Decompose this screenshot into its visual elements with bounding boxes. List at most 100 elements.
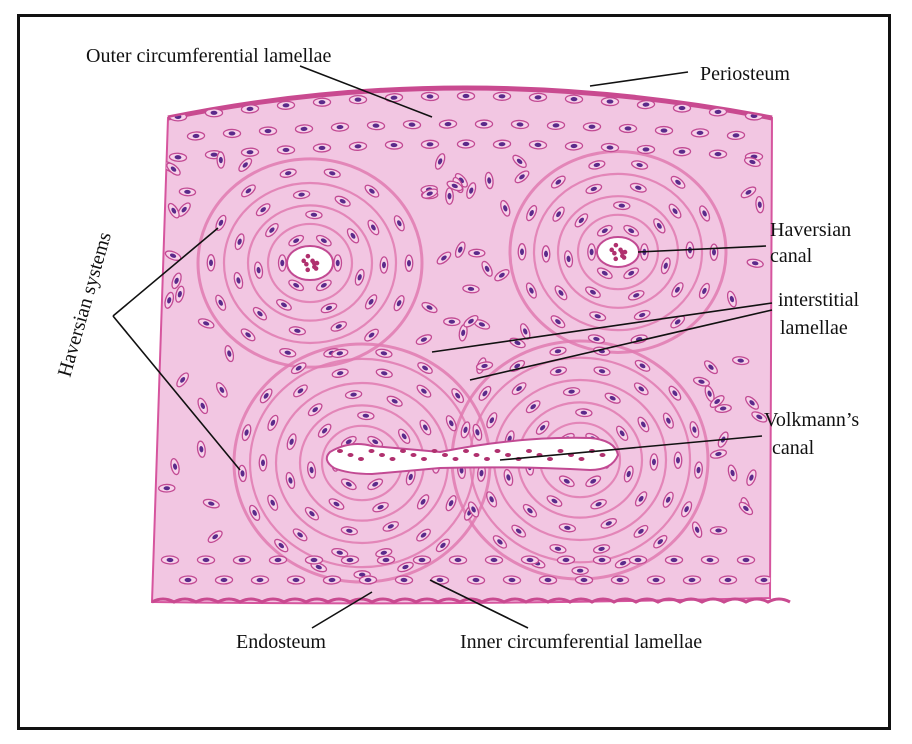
osteocyte — [444, 318, 460, 326]
osteocyte — [701, 556, 718, 565]
osteocyte — [413, 556, 430, 564]
osteocyte — [619, 124, 636, 132]
label-outer-circumferential-lamellae: Outer circumferential lamellae — [86, 45, 332, 67]
haversian-canal-top-right — [597, 237, 639, 267]
osteocyte — [259, 127, 276, 135]
osteocyte — [629, 556, 646, 564]
osteocyte — [539, 576, 556, 585]
label-interstitial-line2: lamellae — [780, 317, 848, 339]
osteocyte — [511, 120, 529, 129]
osteocyte — [737, 556, 754, 564]
label-volkmanns-line1: Volkmann’s — [764, 409, 859, 431]
label-haversian-canal-line2: canal — [770, 245, 813, 267]
osteocyte — [575, 576, 592, 585]
osteocyte — [323, 576, 340, 585]
label-endosteum: Endosteum — [236, 631, 326, 653]
osteocyte — [521, 555, 539, 564]
osteocyte — [503, 576, 521, 585]
osteocyte — [547, 121, 564, 130]
osteocyte — [673, 104, 690, 112]
osteocyte — [259, 455, 267, 471]
osteocyte — [215, 576, 232, 585]
osteocyte — [187, 132, 204, 141]
label-periosteum: Periosteum — [700, 63, 790, 85]
osteocyte — [650, 454, 658, 470]
osteocyte — [485, 556, 502, 564]
osteocyte — [431, 576, 448, 585]
osteocyte — [241, 104, 259, 113]
osteocyte — [421, 140, 438, 148]
osteocyte — [179, 188, 196, 197]
osteocyte — [467, 575, 485, 584]
osteocyte — [709, 150, 726, 158]
osteocyte — [674, 452, 682, 468]
osteocyte — [349, 96, 366, 104]
osteocyte — [493, 92, 510, 100]
osteocyte — [277, 101, 294, 110]
osteocyte — [385, 93, 403, 102]
osteocyte — [217, 152, 225, 168]
osteocyte — [313, 144, 330, 152]
osteocyte — [647, 576, 664, 584]
osteocyte — [457, 92, 474, 100]
osteocyte — [611, 576, 628, 584]
osteocyte — [565, 142, 582, 151]
osteocyte — [518, 244, 526, 260]
osteocyte — [565, 95, 582, 104]
osteocyte — [542, 246, 550, 262]
osteocyte — [601, 97, 618, 105]
osteocyte — [403, 120, 421, 129]
osteocyte — [665, 556, 682, 564]
osteocyte — [367, 121, 385, 130]
osteocyte — [331, 123, 349, 132]
osteocyte — [207, 255, 215, 271]
osteocyte — [529, 93, 546, 101]
osteocyte — [233, 556, 250, 565]
osteocyte — [421, 92, 438, 101]
osteocyte — [179, 576, 196, 584]
osteocyte — [583, 123, 600, 131]
osteocyte — [655, 126, 672, 134]
osteocyte — [593, 556, 610, 564]
osteocyte — [529, 140, 547, 149]
osteocyte — [295, 125, 312, 134]
osteocyte — [727, 131, 744, 140]
osteocyte — [277, 146, 294, 154]
osteocyte — [637, 145, 654, 153]
osteocyte — [691, 129, 708, 137]
osteocyte — [279, 255, 287, 271]
osteocyte — [719, 576, 736, 584]
label-haversian-systems: Haversian systems — [54, 229, 116, 379]
osteocyte — [159, 484, 175, 492]
haversian-canal-top-left — [287, 246, 333, 280]
osteocyte — [385, 141, 402, 150]
label-interstitial-line1: interstitial — [778, 289, 860, 311]
osteocyte — [334, 255, 342, 271]
osteocyte — [449, 556, 466, 564]
osteocyte — [446, 188, 454, 204]
osteocyte — [359, 576, 376, 585]
osteocyte — [341, 556, 359, 565]
osteocyte — [637, 100, 655, 109]
osteocyte — [710, 244, 718, 260]
osteocyte — [588, 244, 596, 260]
label-haversian-canal-line1: Haversian — [770, 219, 851, 241]
leader-periosteum — [590, 72, 688, 86]
label-volkmanns-line2: canal — [772, 437, 815, 459]
osteocyte — [395, 576, 412, 585]
osteocyte — [469, 249, 485, 257]
osteocyte — [251, 576, 268, 585]
osteocyte — [197, 556, 214, 564]
osteocyte — [475, 120, 492, 128]
osteocyte — [377, 555, 395, 564]
osteocyte — [405, 255, 413, 271]
osteocyte — [457, 140, 474, 148]
osteocyte — [673, 147, 690, 156]
osteocyte — [223, 129, 240, 137]
osteocyte — [305, 556, 322, 564]
osteocyte — [161, 556, 178, 565]
osteocyte — [493, 140, 511, 149]
osteocyte — [755, 576, 772, 584]
osteocyte — [439, 120, 456, 129]
